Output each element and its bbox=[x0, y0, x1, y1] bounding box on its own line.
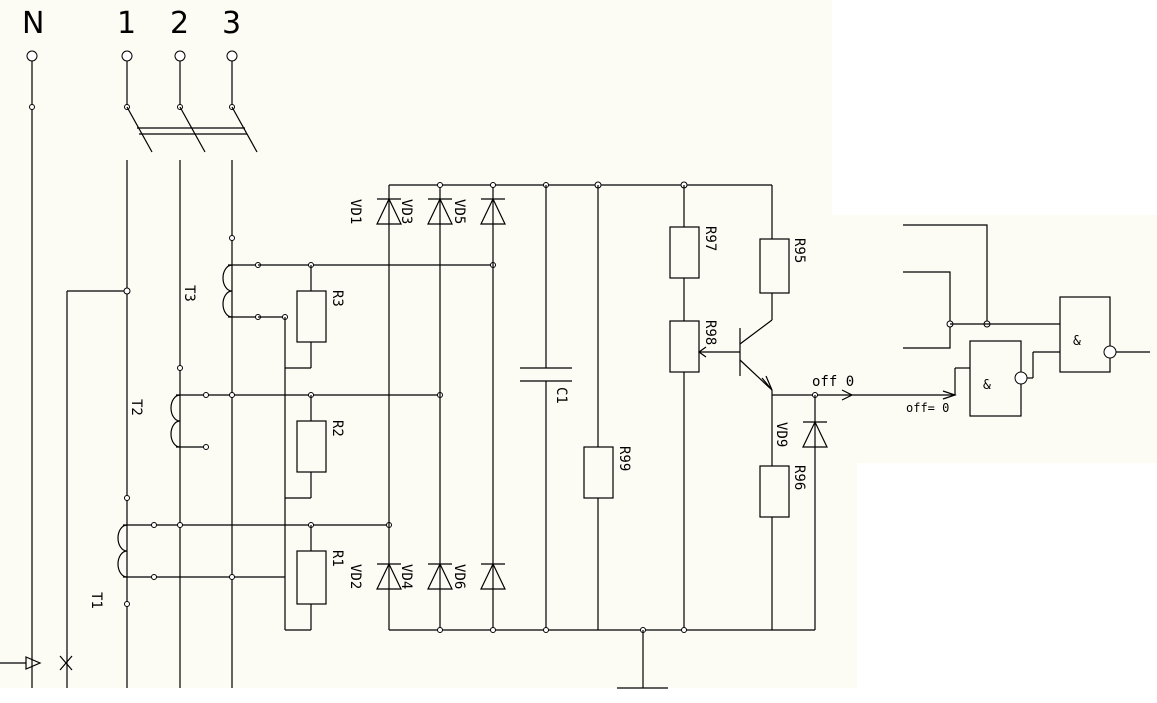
resistors-left: R3 R2 R1 bbox=[284, 265, 345, 631]
diode-bridge: VD1 VD3 VD5 VD2 VD4 VD6 bbox=[347, 182, 815, 633]
label-r3: R3 bbox=[329, 290, 345, 307]
gate-and-2: & bbox=[1073, 334, 1081, 349]
label-vd5: VD5 bbox=[451, 199, 467, 224]
ground-symbol bbox=[617, 627, 668, 689]
capacitor-c1: C1 bbox=[520, 182, 572, 633]
resistor-r99: R99 bbox=[583, 181, 632, 630]
logic-gates: & & bbox=[903, 224, 1150, 417]
label-t1: T1 bbox=[88, 592, 104, 609]
label-r97: R97 bbox=[702, 226, 718, 251]
label-r99: R99 bbox=[616, 446, 632, 471]
transformer-t2: T2 bbox=[128, 365, 443, 450]
output-stage: off 0 off= 0 VD9 R96 bbox=[759, 374, 955, 630]
label-t3: T3 bbox=[181, 285, 197, 302]
label-off-eq: off= 0 bbox=[906, 401, 949, 415]
label-vd3: VD3 bbox=[398, 199, 414, 224]
terminal-label-1: 1 bbox=[117, 6, 136, 41]
terminals bbox=[26, 50, 238, 62]
main-lines bbox=[0, 61, 258, 688]
label-r95: R95 bbox=[791, 238, 807, 263]
label-r2: R2 bbox=[329, 420, 345, 437]
terminal-label-3: 3 bbox=[222, 6, 241, 41]
label-vd9: VD9 bbox=[773, 422, 789, 447]
label-vd1: VD1 bbox=[347, 199, 363, 224]
resistor-r97-r98: R97 R98 bbox=[669, 181, 740, 633]
label-r98: R98 bbox=[702, 320, 718, 345]
label-vd4: VD4 bbox=[398, 564, 414, 589]
transistor: R95 bbox=[739, 185, 807, 391]
label-r96: R96 bbox=[791, 465, 807, 490]
transformer-t1: T1 bbox=[88, 495, 392, 609]
label-vd6: VD6 bbox=[451, 564, 467, 589]
label-off: off 0 bbox=[812, 374, 854, 390]
label-t2: T2 bbox=[128, 399, 144, 416]
label-c1: C1 bbox=[553, 387, 569, 404]
terminal-label-2: 2 bbox=[170, 6, 189, 41]
label-r1: R1 bbox=[329, 550, 345, 567]
label-vd2: VD2 bbox=[347, 564, 363, 589]
terminal-label-n: N bbox=[22, 6, 44, 41]
gate-and-1: & bbox=[983, 378, 991, 393]
transformer-t3: T3 bbox=[181, 235, 496, 320]
